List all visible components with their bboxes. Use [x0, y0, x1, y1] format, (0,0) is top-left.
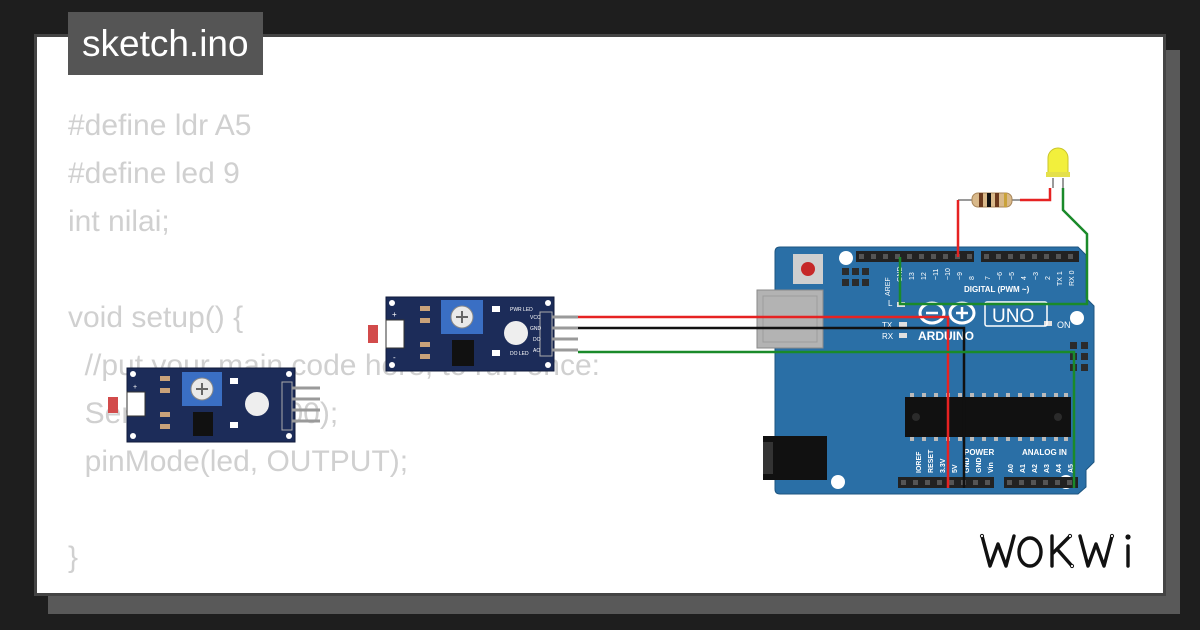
wokwi-logo-text: WOKWI [1064, 578, 1068, 580]
pin-vcc-label: VCC [530, 315, 541, 321]
rx-label: RX [882, 332, 894, 341]
pwr-led-label: PWR LED [510, 307, 533, 313]
aref-label: AREF [885, 277, 892, 296]
arduino-logo-text: ARDUINO [918, 329, 974, 343]
on-label: ON [1057, 320, 1071, 330]
pin-do-label: DO [533, 337, 541, 343]
pin-ao-label: AO [533, 348, 540, 354]
a3-label: A3 [1044, 464, 1051, 473]
resistor[interactable] [958, 192, 1020, 208]
gnd-1-label: GND [964, 457, 971, 473]
wires [578, 188, 1089, 488]
arduino-uno-board[interactable]: AREF GND 13 12 ~11 ~10 ~9 8 7 ~6 ~5 4 ~3… [756, 246, 1095, 495]
microcontroller-chip [905, 397, 1071, 437]
3v3-label: 3.3V [940, 458, 947, 473]
usb-port [756, 289, 824, 349]
pin-4-label: 4 [1021, 276, 1028, 280]
pin-3-label: ~3 [1033, 272, 1040, 280]
digital-label: DIGITAL (PWM ~) [964, 285, 1030, 294]
power-jack [763, 436, 827, 480]
analog-label: ANALOG IN [1022, 448, 1067, 457]
digital-header-right [981, 251, 1079, 262]
svg-text:+: + [133, 384, 137, 391]
wire-led-resistor [1020, 188, 1052, 202]
wokwi-logo: WOKWI [979, 533, 1131, 580]
analog-header [1004, 477, 1078, 488]
ldr-module-ghost[interactable]: + [108, 367, 320, 443]
power-label: POWER [964, 448, 994, 457]
digital-header-left [856, 251, 974, 262]
pin-2-label: 2 [1045, 276, 1052, 280]
wire-gnd [578, 326, 966, 488]
code-line: #define ldr A5 [68, 109, 252, 142]
a1-label: A1 [1020, 464, 1027, 473]
wire-led-gnd [898, 188, 1089, 306]
a5-label: A5 [1068, 464, 1075, 473]
reset-label: RESET [928, 449, 935, 473]
a0-label: A0 [1008, 464, 1015, 473]
pin-6-label: ~6 [997, 272, 1004, 280]
a4-label: A4 [1056, 464, 1063, 473]
5v-label: 5V [952, 464, 959, 473]
ldr-sensor-dome [504, 321, 528, 345]
pin-5-label: ~5 [1009, 272, 1016, 280]
ldr-module[interactable]: + - PWR LED DO LED VCC GND DO AO [368, 296, 578, 372]
wire-vcc [578, 315, 950, 488]
ldr-minus-label: - [393, 353, 396, 362]
pin-9-label: ~9 [957, 272, 964, 280]
file-tab[interactable]: sketch.ino [68, 12, 263, 75]
ioref-label: IOREF [916, 451, 923, 473]
code-line: #define led 9 [68, 157, 240, 190]
tx-label: TX [882, 321, 893, 330]
gnd-2-label: GND [976, 457, 983, 473]
uno-label: UNO [992, 306, 1034, 327]
pin-tx1-label: TX 1 [1057, 271, 1064, 286]
pin-13-label: 13 [909, 272, 916, 280]
pin-11-label: ~11 [933, 269, 940, 280]
pin-rx0-label: RX 0 [1069, 270, 1076, 286]
a2-label: A2 [1032, 464, 1039, 473]
do-led-label: DO LED [510, 351, 529, 357]
code-line: int nilai; [68, 205, 170, 238]
pin-12-label: 12 [921, 272, 928, 280]
pin-8-label: 8 [969, 276, 976, 280]
code-line: pinMode(led, OUTPUT); [68, 445, 409, 478]
led[interactable] [1046, 147, 1070, 188]
l-label: L [888, 299, 893, 308]
wire-ao [578, 350, 1076, 488]
file-tab-label: sketch.ino [82, 23, 249, 64]
vin-label: Vin [988, 462, 995, 473]
comparator-chip [452, 340, 474, 366]
power-header [898, 477, 994, 488]
pin-10-label: ~10 [945, 268, 952, 280]
code-line: void setup() { [68, 301, 244, 334]
ldr-plus-label: + [392, 310, 397, 319]
pin-7-label: 7 [985, 276, 992, 280]
code-line: } [68, 541, 79, 574]
photoresistor [368, 325, 378, 343]
pin-gnd-label: GND [530, 326, 542, 332]
